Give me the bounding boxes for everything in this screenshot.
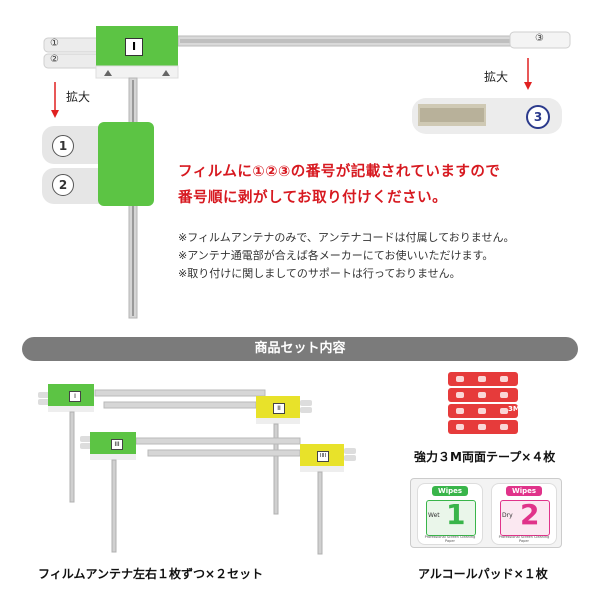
dry-pad-subtitle: Dry [502,512,513,519]
wet-pad-subtitle: Wet [428,512,440,519]
connector-label: I [125,38,143,56]
notice-line-2: 番号順に剥がしてお取り付けください。 [178,190,448,206]
pin-number-2: ② [50,54,59,65]
wet-pad-title: Wipes [432,486,468,496]
antenna-label-2: II [273,403,285,414]
note-2: ※アンテナ通電部が合えば各メーカーにてお使いいただけます。 [178,249,494,262]
zoom-label-right: 拡大 [484,70,509,84]
zoom-badge-2: 2 [52,174,74,196]
antenna-label-4: IIII [317,451,329,462]
tape-3m-mark: 3M [508,405,520,413]
alcohol-pad-package: Wipes Wet 1 Professional Screen Cleaning… [410,478,562,548]
wet-pad-number: 1 [446,498,466,531]
zoom-badge-3: 3 [526,105,550,129]
double-sided-tape-illustration [448,372,518,434]
dry-pad-number: 2 [520,498,540,531]
dry-pad-title: Wipes [506,486,542,496]
tape-caption: 強力３M両面テープ×４枚 [414,450,556,464]
note-3: ※取り付けに関しましてのサポートは行っておりません。 [178,267,461,280]
notice-line-1: フィルムに①②③の番号が記載されていますので [178,164,501,180]
antenna-set-illustration [38,384,356,555]
zoom-badge-1: 1 [52,135,74,157]
wet-pad-icon-box [426,500,476,536]
pin-number-3: ③ [535,33,544,44]
dry-pad-icon-box [500,500,550,536]
wet-pad: Wipes Wet 1 Professional Screen Cleaning… [417,483,483,545]
wet-pad-footer: Professional Screen Cleaning Paper [424,535,476,543]
pin-number-1: ① [50,38,59,49]
antenna-label-3: III [111,439,123,450]
dry-pad-footer: Professional Screen Cleaning Paper [498,535,550,543]
antenna-label-1: I [69,391,81,402]
section-title-bar: 商品セット内容 [22,337,578,361]
zoom-label-left: 拡大 [66,90,91,104]
dry-pad: Wipes Dry 2 Professional Screen Cleaning… [491,483,557,545]
note-1: ※フィルムアンテナのみで、アンテナコードは付属しておりません。 [178,231,515,244]
alcohol-pad-caption: アルコールパッド×１枚 [418,567,548,581]
antenna-set-caption: フィルムアンテナ左右１枚ずつ×２セット [38,567,264,581]
